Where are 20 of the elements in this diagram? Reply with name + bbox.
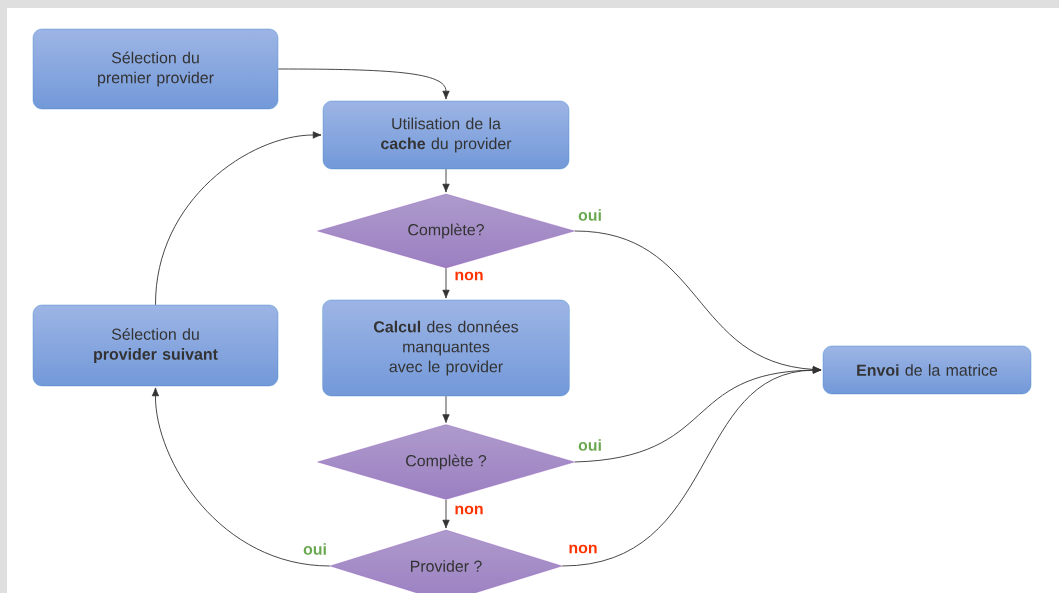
edge-label: oui — [302, 542, 328, 556]
arrow — [442, 395, 450, 423]
arrow — [574, 230, 822, 374]
process-box: Envoi de la matrice — [822, 345, 1032, 395]
arrow — [277, 68, 450, 100]
edge-label: non — [453, 504, 485, 516]
process-box: Utilisation de la cache du provider — [322, 100, 570, 170]
arrow — [442, 267, 450, 299]
process-box: Sélection du premier provider — [32, 28, 279, 110]
edge-label: non — [453, 270, 485, 282]
arrow — [151, 387, 331, 567]
process-box: Sélection du provider suivant — [32, 304, 279, 387]
edge-label: oui — [577, 438, 603, 452]
arrow — [442, 499, 450, 529]
arrow — [155, 131, 322, 306]
edge-label: non — [567, 543, 599, 555]
arrow — [561, 366, 822, 567]
edge-label: oui — [577, 208, 603, 222]
process-box: Calcul des données manquantes avec le provider — [322, 299, 570, 397]
arrow — [442, 168, 450, 193]
